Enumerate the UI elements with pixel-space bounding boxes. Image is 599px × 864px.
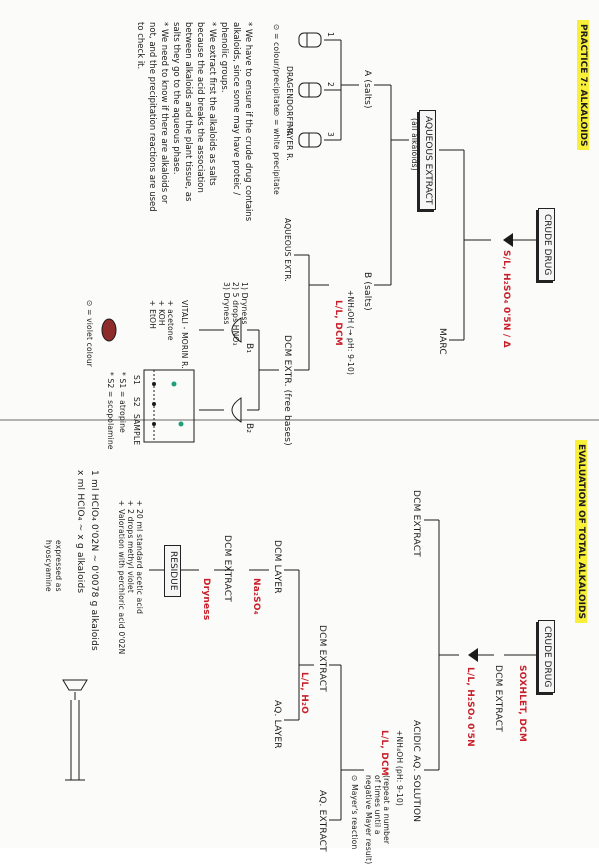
na2so4-label: Na₂SO₄	[251, 578, 261, 615]
note-line: (repeat a number	[382, 775, 391, 845]
dryness-label: Dryness	[201, 578, 211, 621]
b1-step: 2) 5 drops HNO₃	[231, 282, 240, 346]
white-precipitate-legend: ⊙ = white precipitate	[272, 110, 281, 195]
dcm-layer-label: DCM LAYER	[272, 540, 282, 594]
tlc-lane-s1: S1	[132, 375, 141, 385]
vitali-step: + KOH	[157, 300, 166, 326]
residue-box: RESIDUE	[164, 545, 181, 597]
extraction-reagents: S/L, H₂SO₄ 0'5N / Δ	[501, 250, 511, 348]
calc-line-2: x ml HClO₄ ~ x g alkaloids	[75, 470, 85, 594]
ll-h2o-label: L/L, H₂O	[299, 672, 309, 715]
tube-number-3: 3	[326, 132, 335, 137]
b1-step: 3) Dryness	[222, 282, 231, 325]
residue-steps: + 20 ml standard acetic acid + 2 drops m…	[117, 500, 144, 654]
ll-dcm-left: L/L, DCM	[333, 300, 343, 346]
dcm-extract-low: DCM EXTRACT	[222, 535, 232, 602]
explanation-notes: * We have to ensure if the crude drug co…	[134, 22, 254, 222]
practice-title: PRACTICE 7: ALKALOIDS	[577, 20, 589, 151]
b-salts-label: B (salts)	[362, 272, 372, 311]
nh4oh-right: +NH₄OH (pH: 9-10)	[395, 730, 404, 807]
calc-line-3: expressed as	[54, 540, 63, 592]
ll-h2so4-label: L/L, H₂SO₄ 0'5N	[465, 667, 475, 747]
b1-step: 1) Dryness	[240, 282, 249, 325]
colour-precipitate-legend: ⊙ = colour/precipitate	[272, 24, 281, 112]
mayer-reaction-note: ⊙ Mayer's reaction	[350, 775, 359, 850]
mayer-label: MAYER R.	[285, 124, 294, 161]
calc-line-4: hyoscyamine	[44, 540, 53, 592]
tube-number-1: 1	[326, 32, 335, 37]
note-line: * We need to know if there are alkaloids…	[135, 22, 169, 212]
dcm-extract-top: DCM EXTRACT	[493, 665, 503, 732]
tlc-s1-legend: * S1 = atropine	[118, 372, 127, 433]
aq-layer-label: AQ. LAYER	[272, 700, 282, 749]
aqueous-extr-label: AQUEOUS EXTR.	[283, 218, 292, 282]
acidic-solution-label: ACIDIC AQ. SOLUTION	[411, 720, 421, 823]
ll-dcm-right: L/L, DCM	[379, 730, 389, 776]
note-line: negative Mayer result)	[364, 775, 373, 864]
soxhlet-label: SOXHLET, DCM	[517, 665, 527, 743]
residue-step: + Valoration with perchloric acid 0'02N	[117, 500, 126, 655]
all-alkaloids-note: (all alkaloids)	[410, 118, 419, 171]
tlc-lane-s2: S2	[132, 397, 141, 407]
tlc-lane-sample: SAMPLE	[132, 414, 141, 446]
note-line: * We extract first the alkaloids as salt…	[171, 22, 217, 202]
note-line: of times until a	[373, 775, 382, 835]
vitali-step: + EtOH	[148, 300, 157, 330]
vitali-morin-label: VITALI - MORIN R.	[180, 300, 189, 369]
residue-step: + 20 ml standard acetic acid	[135, 500, 144, 615]
nh4oh-note: +NH₄OH (→ pH: 9-10)	[346, 290, 355, 376]
b2-label: B₂	[244, 423, 254, 434]
calc-line-1: 1 ml HClO₄ 0'02N ~ 0'0078 g alkaloids	[89, 470, 99, 651]
b1-steps: 1) Dryness 2) 5 drops HNO₃ 3) Dryness	[222, 282, 249, 346]
aq-extract-label: AQ. EXTRACT	[317, 790, 327, 852]
vitali-step: + acetone	[166, 300, 175, 341]
a-salts-label: A (salts)	[362, 70, 372, 109]
crude-drug-box: CRUDE DRUG	[538, 208, 555, 282]
aqueous-extract-box: AQUEOUS EXTRACT	[419, 110, 436, 211]
residue-step: + 2 drops methyl violet	[126, 500, 135, 594]
note-line: * We have to ensure if the crude drug co…	[219, 22, 253, 222]
tube-number-2: 2	[326, 82, 335, 87]
marc-label: MARC	[437, 328, 447, 355]
ll-dcm-repeat-note: (repeat a number of times until a negati…	[364, 775, 391, 864]
dcm-extract-left: DCM EXTRACT	[411, 490, 421, 557]
tlc-s2-legend: * S2 = scopolamine	[106, 372, 115, 450]
crude-drug-box-right: CRUDE DRUG	[538, 620, 555, 694]
vitali-steps: + acetone + KOH + EtOH	[148, 300, 175, 341]
dcm-extract-mid: DCM EXTRACT	[317, 625, 327, 692]
evaluation-title: EVALUATION OF TOTAL ALKALOIDS	[575, 440, 587, 623]
violet-colour-legend: ⊙ = violet colour	[85, 300, 94, 368]
dcm-extr-label: DCM EXTR. (free bases)	[282, 335, 292, 446]
